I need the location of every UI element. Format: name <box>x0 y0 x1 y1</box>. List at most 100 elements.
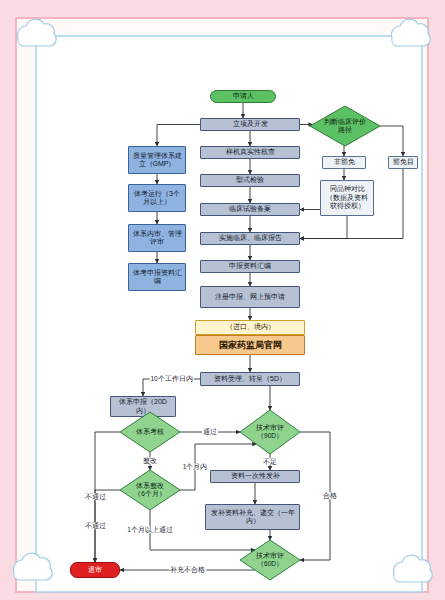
decision-diamond: 判断临床评价路径 <box>310 106 380 146</box>
node-label: 注册申报、网上预申请 <box>203 293 297 301</box>
text-group: 体考申报资料汇编 <box>131 269 183 286</box>
node-label: 实施临床、临床报告 <box>203 234 297 242</box>
text-group: 国家药监局官网 <box>198 340 302 351</box>
flow-arrow <box>270 386 271 410</box>
node-label: 质量管理体系建立（GMP） <box>131 152 183 169</box>
decision-diamond: 体系整改（6个月） <box>120 470 180 510</box>
decision-diamond: 技术审评（90D） <box>240 410 300 454</box>
edge-label: 1个月以上通过 <box>126 526 174 533</box>
text-group: 临床试验备案 <box>203 205 297 213</box>
node-label: 临床试验备案 <box>203 205 297 213</box>
edge-label: 不通过 <box>84 522 107 529</box>
node-label: 体系考核 <box>131 428 169 436</box>
text-group: 退审 <box>73 566 117 574</box>
text-group: 资料一次性发补 <box>213 472 297 480</box>
flow-arrow <box>157 212 158 224</box>
text-group: 注册申报、网上预申请 <box>203 293 297 301</box>
process-box: 豁免目 <box>388 156 418 169</box>
node-label: 申请人 <box>213 92 273 100</box>
text-group: （进口、境内） <box>198 323 302 331</box>
inner-panel <box>36 36 422 592</box>
flow-arrow <box>243 103 244 118</box>
text-group: 申报资料汇编 <box>203 262 297 270</box>
edge-label: 不足 <box>262 458 278 465</box>
flow-arrow <box>380 126 403 156</box>
node-label: 体考申报资料汇编 <box>131 269 183 286</box>
process-box: 体系内审、管理评审 <box>128 224 186 252</box>
node-label: 资料一次性发补 <box>213 472 297 480</box>
text-group: 申请人 <box>213 92 273 100</box>
text-group: 体系申报（20D内） <box>113 398 173 415</box>
text-group: 质量管理体系建立（GMP） <box>131 152 183 169</box>
text-group: 非豁免 <box>325 158 363 166</box>
flow-arrow <box>300 124 313 125</box>
process-box: 质量管理体系建立（GMP） <box>128 146 186 174</box>
flow-arrow <box>250 131 251 146</box>
process-box: 样机真实性核查 <box>200 146 300 159</box>
node-label: 技术审评（60D） <box>251 552 289 568</box>
node-label: 型式检验 <box>203 176 297 184</box>
edge-label: 10个工作日内 <box>149 375 193 382</box>
node-label: 样机真实性核查 <box>203 148 297 156</box>
text-group: 判断临床评价路径 <box>323 118 368 134</box>
node-label: （进口、境内） <box>198 323 302 331</box>
flow-arrow <box>250 355 251 372</box>
flow-arrow <box>250 159 251 174</box>
text-group: 体系整改（6个月） <box>131 482 169 498</box>
node-label: 判断临床评价路径 <box>323 118 368 134</box>
decision-diamond: 技术审评（60D） <box>240 540 300 580</box>
flow-arrow <box>270 530 271 540</box>
edge-label: 通过 <box>202 428 218 435</box>
process-box: 体考申报资料汇编 <box>128 263 186 291</box>
decision-diamond: 体系考核 <box>120 412 180 452</box>
edge-label: 补充不合格 <box>169 566 206 573</box>
process-box: 非豁免 <box>322 156 366 169</box>
node-label: 发补资料补充、递交（一年内） <box>208 509 297 526</box>
process-box: 发补资料补充、递交（一年内） <box>205 504 300 530</box>
terminal-box: 退审 <box>70 562 120 578</box>
node-label: 豁免目 <box>391 158 415 166</box>
process-box: 国家药监局官网 <box>195 335 305 355</box>
flow-arrow <box>300 169 403 239</box>
edge-label: 1个月内 <box>182 463 209 470</box>
node-label: 国家药监局官网 <box>198 340 302 351</box>
diamond-shape <box>310 106 380 146</box>
node-label: 同品种对比（数据及资料获得授权） <box>323 185 371 210</box>
text-group: 发补资料补充、递交（一年内） <box>208 509 297 526</box>
process-box: 申报资料汇编 <box>200 260 300 273</box>
text-group: 技术审评（60D） <box>251 552 289 568</box>
start-terminal: 申请人 <box>210 90 276 103</box>
node-label: 申报资料汇编 <box>203 262 297 270</box>
flow-arrow <box>250 187 251 203</box>
text-group: 资料受理、转呈（5D） <box>203 375 297 383</box>
flow-arrow <box>250 273 251 286</box>
node-label: 立项及开发 <box>203 120 297 128</box>
flow-arrow <box>180 444 256 490</box>
text-group: 体考运行（3个月以上） <box>131 190 183 207</box>
edge-label: 整改 <box>142 457 158 464</box>
process-box: 资料一次性发补 <box>210 470 300 483</box>
edge-label: 不通过 <box>84 493 107 500</box>
text-group: 体系内审、管理评审 <box>131 230 183 247</box>
flow-arrow <box>250 308 251 320</box>
text-group: 实施临床、临床报告 <box>203 234 297 242</box>
diamond-shape <box>240 410 300 454</box>
flow-arrow <box>255 483 256 504</box>
process-box: 体系申报（20D内） <box>110 396 176 417</box>
text-group: 型式检验 <box>203 176 297 184</box>
process-box: 体考运行（3个月以上） <box>128 184 186 212</box>
text-group: 同品种对比（数据及资料获得授权） <box>323 185 371 210</box>
text-group: 技术审评（90D） <box>251 424 289 440</box>
node-label: 退审 <box>73 566 117 574</box>
flow-arrow <box>157 252 158 263</box>
process-box: 立项及开发 <box>200 118 300 131</box>
process-box: 实施临床、临床报告 <box>200 232 300 245</box>
process-box: 型式检验 <box>200 174 300 187</box>
cloud-decor <box>13 19 432 582</box>
diamond-shape <box>240 540 300 580</box>
process-box: 资料受理、转呈（5D） <box>200 372 300 386</box>
diamond-shape <box>120 470 180 510</box>
flow-arrow <box>157 125 200 147</box>
node-label: 体系整改（6个月） <box>131 482 169 498</box>
flow-arrow <box>250 245 251 260</box>
